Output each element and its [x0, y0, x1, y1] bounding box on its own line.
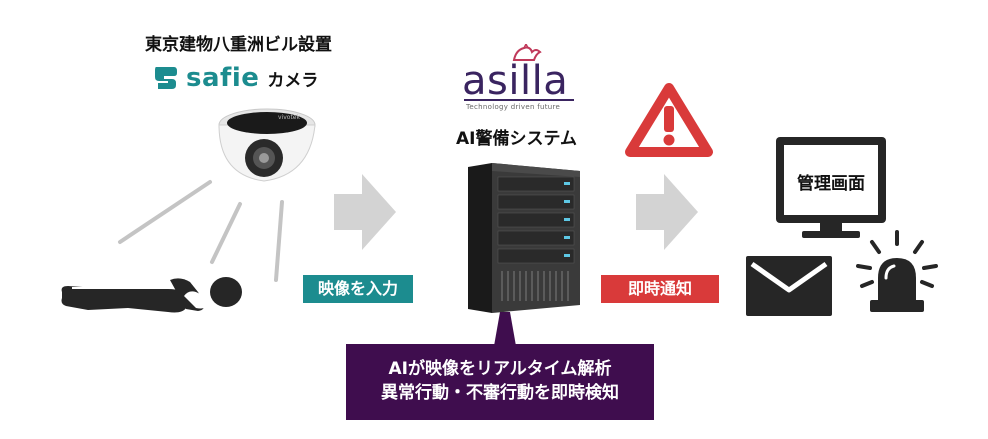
management-screen-label: 管理画面 [797, 174, 865, 194]
warning-triangle-icon [625, 83, 713, 157]
camera-view-lines [118, 180, 284, 282]
fallen-person-icon [61, 277, 242, 313]
asilla-crest-icon [512, 44, 542, 61]
analysis-line-2: 異常行動・不審行動を即時検知 [381, 383, 619, 403]
alarm-light-icon [856, 230, 938, 312]
arrow-right-icon [334, 174, 396, 250]
input-tag: 映像を入力 [303, 275, 413, 303]
safie-logo-icon [155, 67, 177, 89]
system-name-label: AI警備システム [456, 129, 577, 149]
dome-camera-icon: vivotek [218, 108, 316, 182]
camera-location-label: 東京建物八重洲ビル設置 [145, 35, 332, 55]
asilla-logo-underline [464, 99, 574, 101]
notify-tag: 即時通知 [601, 275, 719, 303]
asilla-logo: asilla [462, 58, 569, 104]
safie-logo: safie カメラ [150, 63, 318, 93]
mail-icon [746, 256, 832, 316]
safie-brand-suffix: カメラ [267, 70, 319, 91]
analysis-line-1: AIが映像をリアルタイム解析 [388, 359, 612, 379]
monitor-icon [776, 137, 886, 238]
server-icon [468, 163, 580, 313]
analysis-callout: AIが映像をリアルタイム解析 異常行動・不審行動を即時検知 [346, 344, 654, 420]
arrow-right-icon [636, 174, 698, 250]
safie-brand-name: safie [186, 63, 260, 93]
asilla-tagline: Technology driven future [466, 103, 561, 111]
callout-pointer [494, 312, 516, 346]
camera-vendor-mark: vivotek [278, 114, 300, 121]
